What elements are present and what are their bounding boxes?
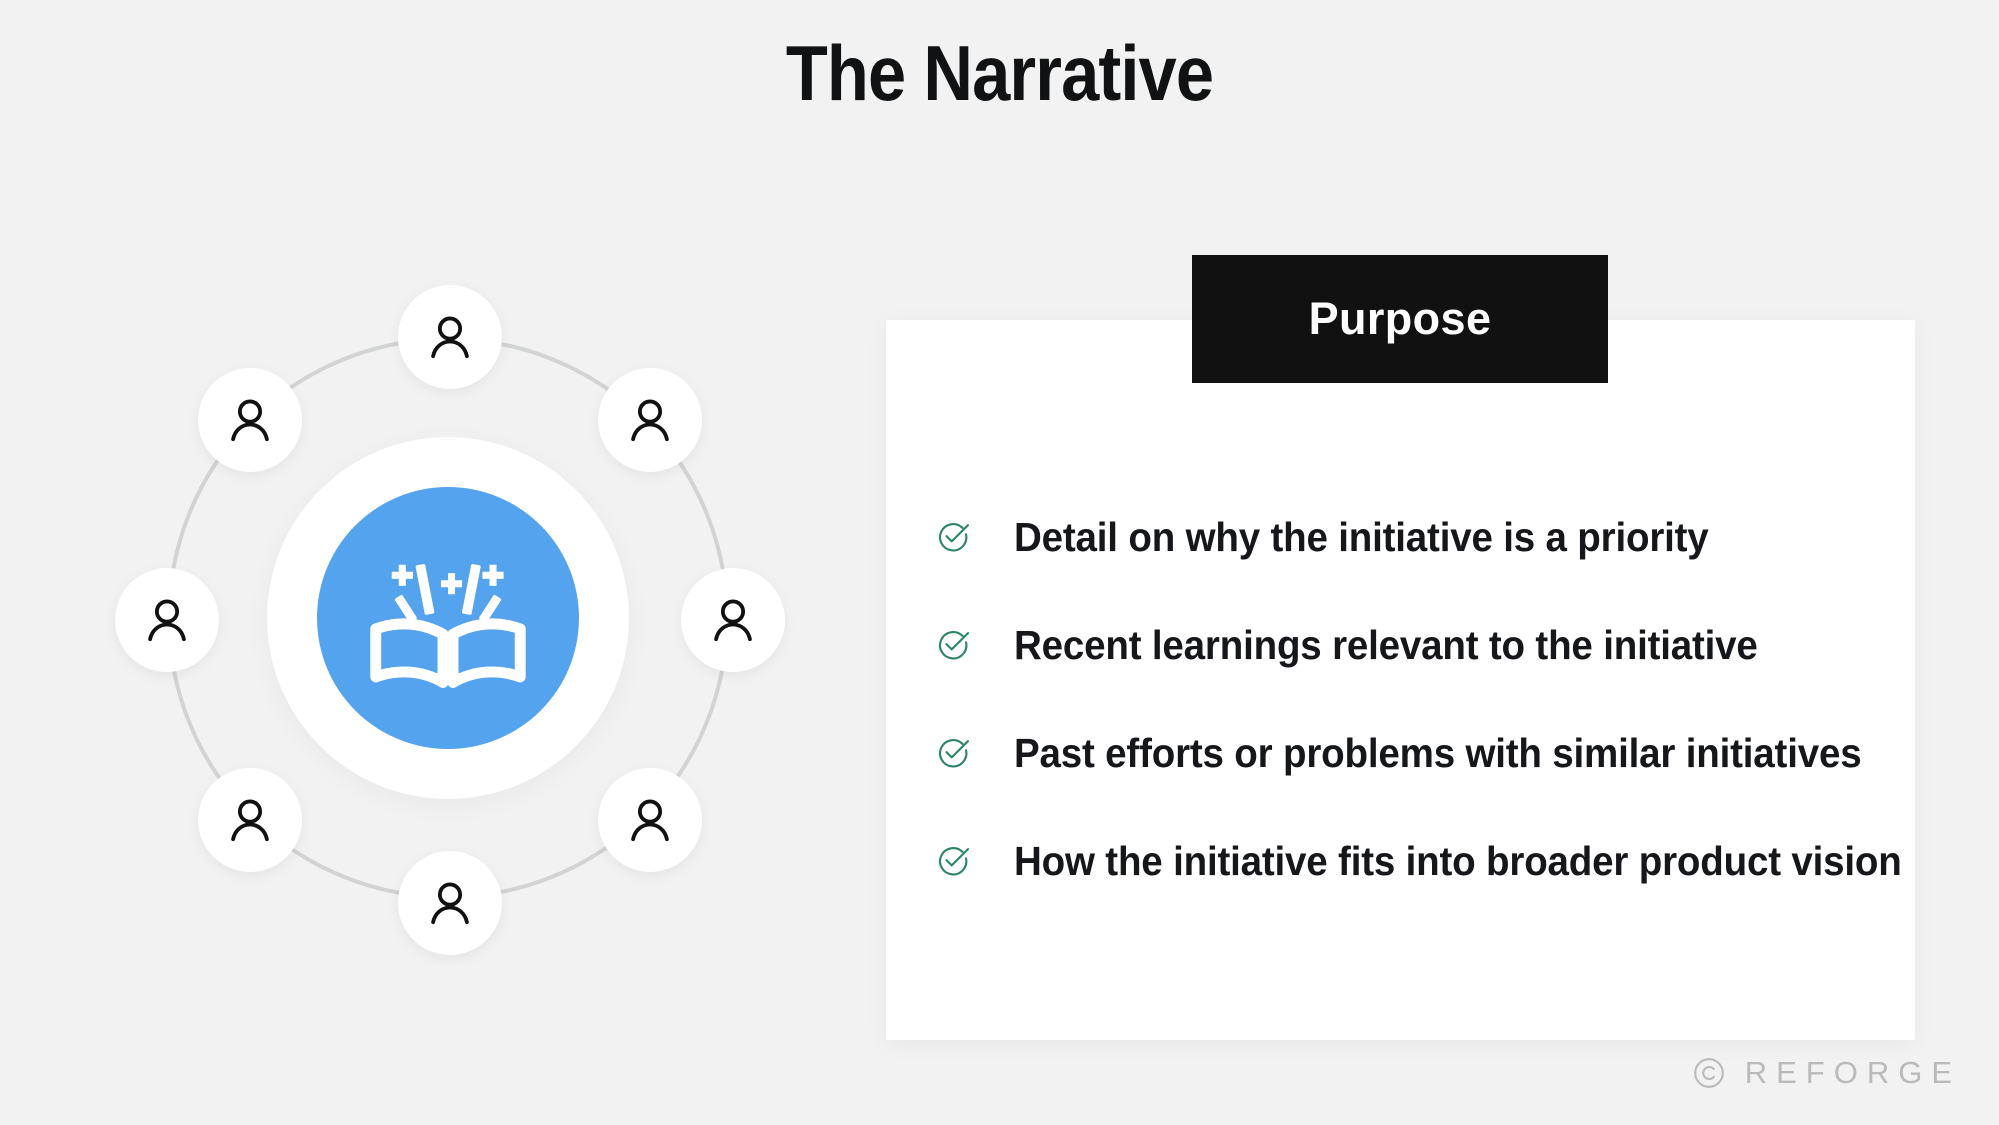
- page-title: The Narrative: [785, 29, 1214, 117]
- list-item-label: How the initiative fits into broader pro…: [1014, 837, 1902, 884]
- list-item-label: Past efforts or problems with similar in…: [1014, 729, 1862, 776]
- person-node-top: [398, 285, 502, 389]
- purpose-badge-label: Purpose: [1308, 293, 1492, 344]
- person-icon: [223, 793, 277, 847]
- person-node-top-right: [598, 368, 702, 472]
- list-item: Past efforts or problems with similar in…: [936, 721, 1896, 785]
- person-icon: [623, 393, 677, 447]
- list-item-label: Recent learnings relevant to the initiat…: [1014, 621, 1758, 668]
- reforge-wordmark: REFORGE: [1744, 1055, 1961, 1090]
- person-node-right: [681, 568, 785, 672]
- person-node-left: [115, 568, 219, 672]
- person-node-bottom: [398, 851, 502, 955]
- list-item: How the initiative fits into broader pro…: [936, 829, 1902, 893]
- network-diagram: [85, 255, 815, 985]
- person-node-bottom-left: [198, 768, 302, 872]
- list-item: Detail on why the initiative is a priori…: [936, 505, 1896, 569]
- person-node-bottom-right: [598, 768, 702, 872]
- person-icon: [140, 593, 194, 647]
- check-circle-icon: [936, 628, 970, 662]
- person-icon: [623, 793, 677, 847]
- hub-inner-circle: [317, 487, 579, 749]
- purpose-card: [886, 320, 1915, 1040]
- list-item: Recent learnings relevant to the initiat…: [936, 613, 1896, 677]
- copyright-icon: [1691, 1055, 1745, 1091]
- purpose-badge: Purpose: [1192, 255, 1608, 383]
- check-circle-icon: [936, 736, 970, 770]
- list-item-label: Detail on why the initiative is a priori…: [1014, 513, 1709, 560]
- open-book-sparkle-icon: [364, 534, 532, 702]
- person-icon: [223, 393, 277, 447]
- check-circle-icon: [936, 844, 970, 878]
- reforge-logo: REFORGE: [1691, 1055, 1961, 1091]
- person-icon: [423, 310, 477, 364]
- purpose-checklist: Detail on why the initiative is a priori…: [936, 505, 1902, 893]
- person-node-top-left: [198, 368, 302, 472]
- person-icon: [706, 593, 760, 647]
- check-circle-icon: [936, 520, 970, 554]
- person-icon: [423, 876, 477, 930]
